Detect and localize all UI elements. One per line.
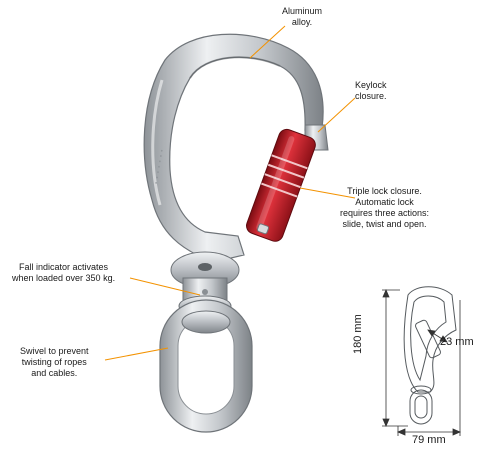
- callout-aluminum: Aluminum alloy.: [282, 6, 322, 28]
- leader-fall-indicator: [129, 277, 201, 296]
- drawing-frame: [403, 286, 457, 393]
- leader-triple-lock: [299, 187, 356, 199]
- callout-aluminum-line1: Aluminum: [282, 6, 323, 16]
- callout-fall-indicator-line2: when loaded over 350 kg.: [12, 273, 116, 283]
- drawing-swivel-eye-inner: [414, 395, 428, 419]
- callout-aluminum-line2: alloy.: [291, 17, 313, 27]
- swivel-eye-cap: [181, 310, 231, 334]
- gate-sleeve-highlight: [256, 136, 295, 231]
- gate-ring-3: [264, 173, 301, 189]
- carabiner-body: • • • • • • •: [143, 33, 324, 263]
- dim-gate-arrow-b: [439, 335, 448, 343]
- dimension-height-label: 180 mm: [352, 314, 364, 354]
- callout-triple-lock: Triple lock closure. Automatic lock requ…: [340, 186, 429, 230]
- dimension-gate-label: 23 mm: [440, 336, 474, 348]
- leader-keylock: [317, 97, 356, 133]
- callout-keylock-line1: Keylock: [355, 80, 387, 90]
- fall-indicator-dot: [202, 289, 208, 295]
- dimension-lines: [382, 288, 462, 436]
- frame-outer: [143, 33, 324, 263]
- callout-swivel-line1: Swivel to prevent: [20, 346, 89, 356]
- dim-gate-arrow-a: [427, 329, 436, 337]
- callout-keylock-line2: closure.: [355, 91, 387, 101]
- dim-width-arrow-right: [452, 428, 462, 436]
- callout-fall-indicator-line1: Fall indicator activates: [19, 262, 109, 272]
- dimension-width-label: 79 mm: [412, 434, 446, 446]
- callout-lines: [104, 25, 356, 361]
- swivel-eye: [159, 299, 253, 433]
- callout-swivel-line3: and cables.: [31, 368, 78, 378]
- drawing-swivel-collar: [410, 385, 432, 395]
- leader-aluminum: [249, 25, 286, 59]
- gate-ring-4: [261, 182, 298, 198]
- callout-keylock: Keylock closure.: [355, 80, 387, 102]
- callout-triple-lock-line4: slide, twist and open.: [342, 219, 427, 229]
- swivel-top-hole: [198, 263, 212, 271]
- callout-triple-lock-line2: Automatic lock: [355, 197, 414, 207]
- gate-sleeve: [246, 128, 316, 242]
- dim-height-arrow-top: [382, 288, 390, 298]
- gate-rivet: [256, 223, 269, 235]
- frame-inner-shadow: [189, 56, 281, 79]
- frame-spine-highlight: [151, 79, 164, 206]
- dim-width-arrow-left: [396, 428, 406, 436]
- gate-ring-2: [267, 163, 305, 179]
- technical-drawing: [403, 286, 457, 425]
- drawing-swivel-eye: [409, 389, 433, 425]
- callout-triple-lock-line3: requires three actions:: [340, 208, 430, 218]
- drawing-gate: [415, 319, 441, 359]
- dim-height-arrow-bottom: [382, 418, 390, 428]
- callout-triple-lock-line1: Triple lock closure.: [347, 186, 422, 196]
- drawing-inner: [410, 295, 447, 382]
- leader-swivel: [104, 347, 169, 361]
- callout-swivel: Swivel to prevent twisting of ropes and …: [20, 346, 89, 379]
- callout-swivel-line2: twisting of ropes: [21, 357, 87, 367]
- gate-ring-1: [271, 154, 308, 170]
- callout-fall-indicator: Fall indicator activates when loaded ove…: [12, 262, 115, 284]
- gate-sleeve-body: [246, 128, 316, 242]
